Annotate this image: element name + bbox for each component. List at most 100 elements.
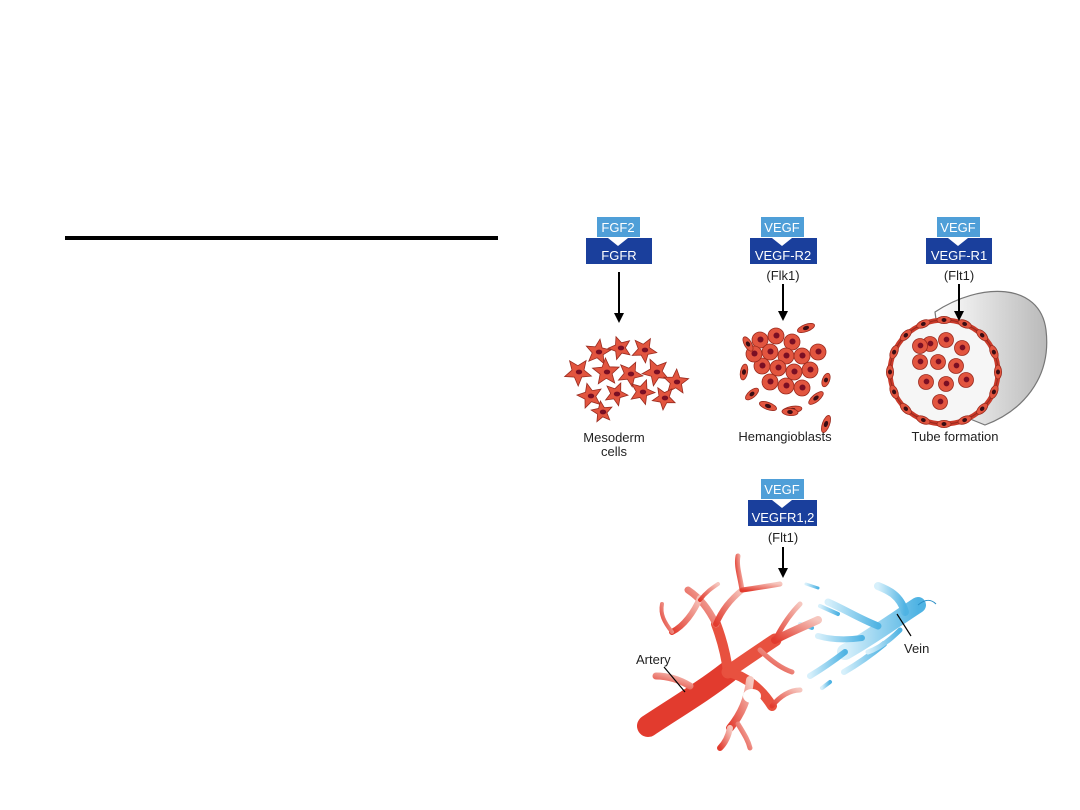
- artery-label: Artery: [636, 652, 671, 667]
- cell-nucleus: [823, 377, 829, 383]
- cell-nucleus: [783, 352, 790, 359]
- receptor-box: [748, 500, 817, 526]
- cell-nucleus: [773, 332, 780, 339]
- cell-nucleus: [823, 420, 829, 428]
- cell-nucleus: [959, 344, 966, 351]
- title-underline: [65, 236, 498, 240]
- cell-nucleus: [639, 389, 647, 395]
- cell-nucleus: [813, 395, 819, 401]
- endothelial-nuclei: [885, 315, 1003, 429]
- cell-nucleus: [783, 382, 790, 389]
- ligand-label: FGF2: [601, 220, 634, 235]
- cell-nucleus: [745, 341, 751, 347]
- cell-nucleus: [962, 417, 968, 423]
- vein-leader-line: [896, 613, 912, 637]
- vein-label: Vein: [904, 641, 929, 656]
- mesoderm-cells-cluster: [563, 335, 690, 423]
- cell-nucleus: [791, 368, 798, 375]
- cell-nucleus: [775, 364, 782, 371]
- cell-nucleus: [935, 358, 942, 365]
- ligand-box: [761, 217, 804, 237]
- cell-nucleus: [991, 349, 996, 355]
- cell-nucleus: [799, 352, 806, 359]
- panel-fgf2: FGF2 FGFR Mesoderm cells: [563, 217, 690, 459]
- cell-nucleus: [673, 379, 681, 385]
- cell-nucleus: [979, 406, 985, 412]
- cell-nucleus: [962, 321, 968, 327]
- vessel-gap: [743, 689, 761, 703]
- cell-nucleus: [903, 332, 909, 338]
- cell-nucleus: [941, 318, 947, 322]
- receptor-label: VEGFR1,2: [752, 510, 815, 525]
- cell-nucleus: [815, 348, 822, 355]
- cell-nucleus: [767, 378, 774, 385]
- cell-nucleus: [595, 349, 603, 355]
- caption-line-1: Hemangioblasts: [738, 429, 832, 444]
- receptor-label: VEGF-R2: [755, 248, 811, 263]
- cell-nucleus: [741, 369, 747, 375]
- artery-leader-line: [663, 666, 686, 693]
- ligand-box: [761, 479, 804, 499]
- cell-nucleus: [603, 369, 611, 375]
- cell-nucleus: [764, 403, 772, 409]
- cell-nucleus: [892, 389, 897, 395]
- cell-nucleus: [953, 362, 960, 369]
- cell-nucleus: [903, 406, 909, 412]
- cell-nucleus: [923, 378, 930, 385]
- cell-nucleus: [641, 347, 649, 353]
- cell-nucleus: [892, 349, 897, 355]
- cell-nucleus: [991, 389, 996, 395]
- cell-nucleus: [920, 417, 926, 423]
- receptor-box: [586, 238, 652, 264]
- receptor-box: [750, 238, 817, 264]
- vein-outline: [917, 599, 937, 606]
- artery-network: [637, 553, 822, 751]
- cell-nucleus: [599, 409, 607, 415]
- receptor-subtitle: (Flt1): [944, 268, 974, 283]
- cell-nucleus: [575, 369, 583, 375]
- cell-nucleus: [937, 398, 944, 405]
- receptor-label: FGFR: [601, 248, 636, 263]
- caption-line-1: Mesoderm: [583, 430, 644, 445]
- panel-vegfr12: VEGF VEGFR1,2 (Flt1): [636, 479, 937, 751]
- cell-nucleus: [613, 391, 621, 397]
- receptor-label: VEGF-R1: [931, 248, 987, 263]
- cell-nucleus: [617, 345, 625, 351]
- cell-nucleus: [943, 380, 950, 387]
- ligand-label: VEGF: [764, 220, 799, 235]
- panel-vegf-r2: VEGF VEGF-R2 (Flk1) Hemangioblasts: [738, 217, 832, 444]
- cell-nucleus: [587, 393, 595, 399]
- cell-nucleus: [767, 348, 774, 355]
- ligand-label: VEGF: [764, 482, 799, 497]
- cell-nucleus: [888, 369, 892, 375]
- blood-cells: [912, 332, 974, 410]
- cell-nucleus: [799, 384, 806, 391]
- receptor-subtitle: (Flt1): [768, 530, 798, 545]
- cell-nucleus: [759, 362, 766, 369]
- panel-vegf-r1: VEGF VEGF-R1 (Flt1) Tube formation: [885, 217, 1048, 444]
- cell-nucleus: [661, 395, 669, 401]
- cell-nucleus: [996, 369, 1000, 375]
- receptor-box: [926, 238, 992, 264]
- receptor-subtitle: (Flk1): [766, 268, 799, 283]
- ligand-label: VEGF: [940, 220, 975, 235]
- cell-nucleus: [653, 369, 661, 375]
- vessel-gap: [728, 631, 752, 649]
- cell-nucleus: [751, 350, 758, 357]
- hemangioblast-cluster: [739, 323, 831, 433]
- cell-nucleus: [917, 358, 924, 365]
- cell-nucleus: [979, 332, 985, 338]
- ligand-box: [937, 217, 980, 237]
- ligand-box: [597, 217, 640, 237]
- cell-nucleus: [807, 366, 814, 373]
- cell-nucleus: [963, 376, 970, 383]
- vein-network: [798, 582, 926, 690]
- cell-nucleus: [787, 409, 793, 415]
- cell-nucleus: [941, 422, 947, 426]
- cell-nucleus: [757, 336, 764, 343]
- cell-nucleus: [627, 371, 635, 377]
- cell-nucleus: [749, 391, 755, 397]
- caption-line-1: Tube formation: [912, 429, 999, 444]
- cell-nucleus: [917, 342, 924, 349]
